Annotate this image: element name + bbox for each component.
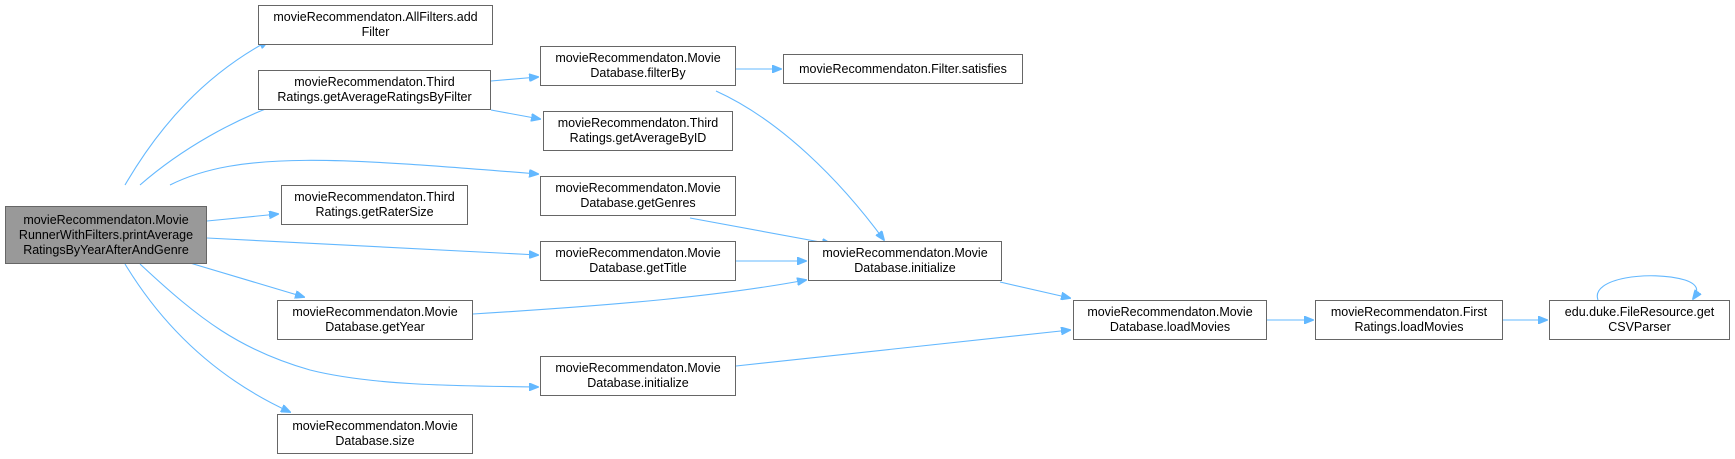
node-label-line: RunnerWithFilters.printAverage	[18, 227, 194, 242]
edge-root-to-moviedb-initialize-b	[139, 263, 538, 387]
node-label-line: Database.filterBy	[590, 66, 686, 80]
edge-root-to-allfilters-add	[124, 41, 268, 186]
edge-getyear-to-initialize-a	[472, 280, 806, 315]
node-label-line: Ratings.getAverageByID	[569, 131, 707, 145]
node-label-line: movieRecommendaton.Third	[557, 116, 719, 130]
edge-csvparser-self-loop	[1596, 275, 1696, 300]
node-label-line: edu.duke.FileResource.get	[1564, 305, 1715, 319]
node-label-line: Database.initialize	[854, 261, 956, 275]
node-label-line: movieRecommendaton.Movie	[822, 246, 988, 260]
node-moviedb-size[interactable]: movieRecommendaton.Movie Database.size	[277, 414, 473, 454]
node-label-line: Database.getGenres	[580, 196, 696, 210]
node-label-line: Database.getYear	[325, 320, 425, 334]
node-moviedb-initialize-a[interactable]: movieRecommendaton.Movie Database.initia…	[808, 241, 1002, 281]
node-root-print-average-ratings[interactable]: movieRecommendaton.Movie RunnerWithFilte…	[5, 206, 207, 264]
node-label-line: movieRecommendaton.Movie	[555, 246, 721, 260]
node-moviedb-filter-by[interactable]: movieRecommendaton.Movie Database.filter…	[540, 46, 736, 86]
node-third-get-average-by-id[interactable]: movieRecommendaton.Third Ratings.getAver…	[543, 111, 733, 151]
node-allfilters-addfilter[interactable]: movieRecommendaton.AllFilters.add Filter	[258, 5, 493, 45]
node-label-line: Database.getTitle	[589, 261, 687, 275]
node-label-line: Ratings.getRaterSize	[315, 205, 434, 219]
edge-third-avg-filter-to-filterby	[490, 77, 538, 81]
node-label-line: RatingsByYearAfterAndGenre	[23, 242, 189, 257]
node-moviedb-get-genres[interactable]: movieRecommendaton.Movie Database.getGen…	[540, 176, 736, 216]
edge-third-avg-filter-to-avg-id	[490, 109, 540, 119]
node-label-line: movieRecommendaton.Movie	[292, 419, 458, 433]
node-label-line: movieRecommendaton.Third	[294, 75, 455, 89]
node-label-line: Ratings.getAverageRatingsByFilter	[277, 90, 472, 104]
node-fileresource-get-csv-parser[interactable]: edu.duke.FileResource.get CSVParser	[1549, 300, 1730, 340]
node-label-line: movieRecommendaton.Movie	[555, 361, 721, 375]
node-label-line: movieRecommendaton.Movie	[555, 181, 721, 195]
node-label-line: Ratings.loadMovies	[1354, 320, 1464, 334]
node-label-line: movieRecommendaton.First	[1330, 305, 1488, 319]
node-label-line: movieRecommendaton.Movie	[292, 305, 458, 319]
node-moviedb-get-title[interactable]: movieRecommendaton.Movie Database.getTit…	[540, 241, 736, 281]
node-label-line: CSVParser	[1608, 320, 1671, 334]
edge-initialize-a-to-loadmovies	[999, 281, 1070, 298]
node-label-line: movieRecommendaton.Third	[294, 190, 455, 204]
node-label-line: movieRecommendaton.Movie	[23, 212, 189, 227]
node-label-line: movieRecommendaton.AllFilters.add	[273, 10, 478, 24]
node-moviedb-initialize-b[interactable]: movieRecommendaton.Movie Database.initia…	[540, 356, 736, 396]
node-label-line: Database.loadMovies	[1109, 320, 1231, 334]
edge-filterby-to-initialize-a	[715, 90, 884, 240]
edge-root-to-third-rater-size	[206, 214, 278, 222]
node-label-line: Database.size	[335, 434, 415, 448]
node-third-get-rater-size[interactable]: movieRecommendaton.Third Ratings.getRate…	[281, 185, 468, 225]
node-first-load-movies[interactable]: movieRecommendaton.First Ratings.loadMov…	[1315, 300, 1503, 340]
node-third-get-average-ratings-by-filter[interactable]: movieRecommendaton.Third Ratings.getAver…	[258, 70, 491, 110]
edge-root-to-moviedb-gettitle	[206, 237, 538, 255]
node-moviedb-load-movies[interactable]: movieRecommendaton.Movie Database.loadMo…	[1073, 300, 1267, 340]
node-label-line: movieRecommendaton.Movie	[555, 51, 721, 65]
node-filter-satisfies[interactable]: movieRecommendaton.Filter.satisfies	[783, 54, 1023, 84]
edge-root-to-third-avg-filter	[139, 101, 288, 186]
node-label-line: Database.initialize	[587, 376, 689, 390]
edge-getgenres-to-initialize-a	[689, 217, 831, 244]
edge-initialize-b-to-loadmovies	[735, 330, 1070, 367]
node-label-line: movieRecommendaton.Filter.satisfies	[799, 61, 1007, 76]
node-label-line: movieRecommendaton.Movie	[1087, 305, 1253, 319]
node-label-line: Filter	[361, 25, 390, 39]
edge-root-to-moviedb-getyear	[189, 262, 304, 297]
edge-root-to-moviedb-getgenres	[169, 159, 538, 186]
node-moviedb-get-year[interactable]: movieRecommendaton.Movie Database.getYea…	[277, 300, 473, 340]
edge-root-to-moviedb-size	[124, 263, 290, 412]
